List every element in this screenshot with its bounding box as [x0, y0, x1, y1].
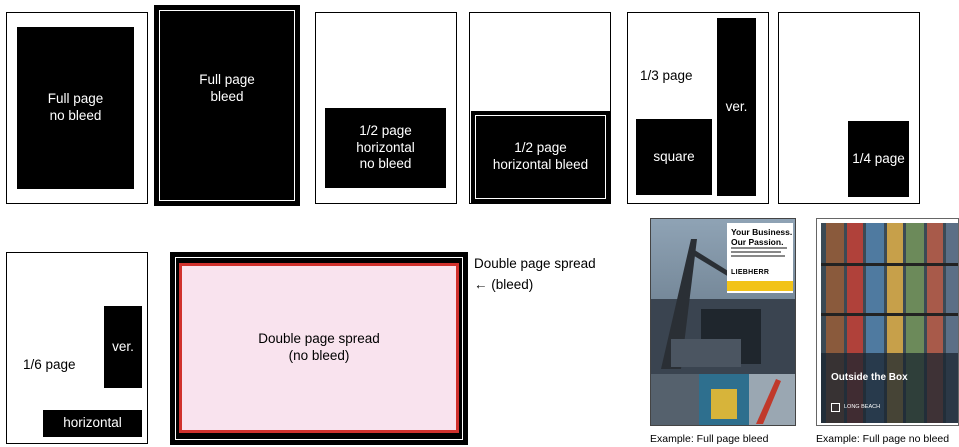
full-page-bleed-block: Full page bleed — [162, 13, 292, 164]
third-page-label: 1/3 page — [640, 68, 693, 85]
double-page-spread-bleed-label: Double page spread ← (bleed) — [474, 254, 596, 296]
half-page-no-bleed-block: 1/2 page horizontal no bleed — [325, 108, 446, 188]
full-page-no-bleed-frame: Full page no bleed — [6, 12, 148, 204]
example-no-bleed-logo: LONG BEACH — [844, 404, 880, 410]
full-page-no-bleed-block: Full page no bleed — [17, 27, 134, 189]
full-page-bleed-frame: Full page bleed — [154, 5, 300, 206]
sixth-page-frame: 1/6 page ver. horizontal — [6, 252, 148, 444]
half-page-no-bleed-frame: 1/2 page horizontal no bleed — [315, 12, 457, 204]
double-page-spread-block: Double page spread (no bleed) — [179, 263, 459, 433]
half-page-bleed-block: 1/2 page horizontal bleed — [471, 111, 610, 203]
quarter-page-block: 1/4 page — [848, 121, 909, 197]
sixth-page-horizontal-block: horizontal — [43, 410, 142, 437]
third-page-vertical-block: ver. — [717, 18, 756, 196]
third-page-frame: 1/3 page square ver. — [627, 12, 769, 204]
example-no-bleed-caption: Example: Full page no bleed — [816, 433, 949, 445]
container-yard-photo — [821, 223, 959, 423]
double-page-spread-frame: Double page spread (no bleed) — [170, 252, 468, 445]
example-bleed-image: Your Business. Our Passion. LIEBHERR — [650, 218, 796, 426]
sixth-page-label: 1/6 page — [23, 357, 76, 374]
half-page-bleed-frame: 1/2 page horizontal bleed — [469, 12, 611, 204]
example-no-bleed-logo-icon — [831, 403, 840, 412]
quarter-page-frame: 1/4 page — [778, 12, 920, 204]
example-no-bleed-headline: Outside the Box — [831, 372, 908, 383]
example-no-bleed-frame: Outside the Box LONG BEACH — [816, 218, 959, 426]
example-bleed-brand: LIEBHERR — [731, 269, 769, 276]
sixth-page-vertical-block: ver. — [104, 306, 142, 388]
example-bleed-caption: Example: Full page bleed — [650, 433, 769, 445]
third-page-square-block: square — [636, 119, 712, 195]
example-bleed-headline: Your Business. Our Passion. — [731, 228, 792, 248]
port-crane-photo — [651, 219, 796, 426]
